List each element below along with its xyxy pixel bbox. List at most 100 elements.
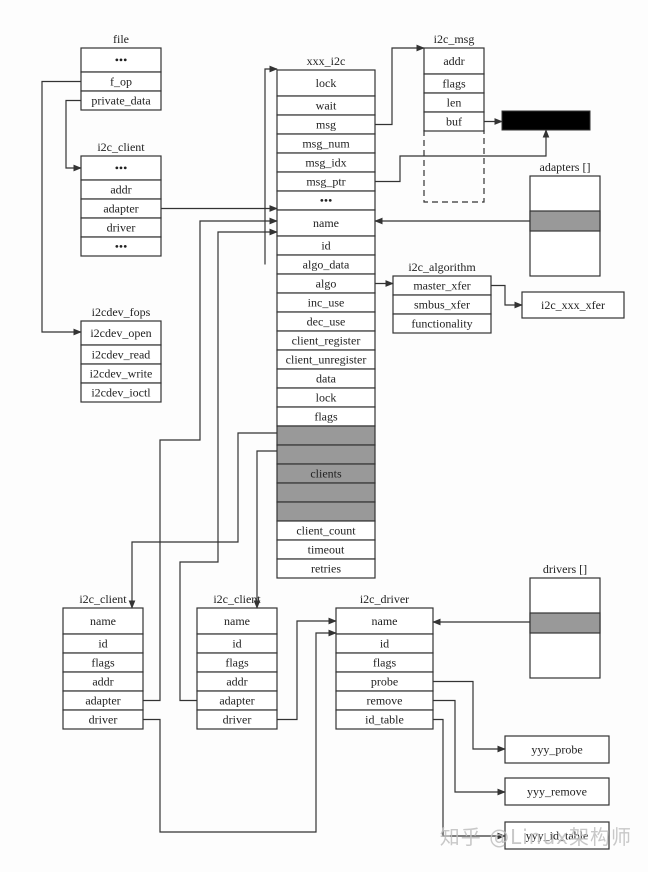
struct-title: i2c_driver [360,592,409,606]
svg-text:driver: driver [223,712,252,726]
struct-title: i2c_client [213,592,261,606]
svg-text:name: name [224,614,250,628]
svg-text:master_xfer: master_xfer [413,278,470,292]
svg-text:clients: clients [310,466,342,480]
array-selected-slot [529,210,601,232]
svg-text:buf: buf [446,114,462,128]
svg-text:flags: flags [442,76,466,90]
svg-text:client_register: client_register [292,333,361,347]
struct-title: xxx_i2c [307,54,346,68]
wire-left-adapter [143,217,278,702]
field-msg: msg [276,114,376,135]
svg-text:remove: remove [367,693,403,707]
func-yyy-remove: yyy_remove [504,777,610,806]
field-inc-use: inc_use [276,292,376,313]
svg-text:private_data: private_data [91,93,151,107]
svg-text:adapter: adapter [219,693,254,707]
svg-text:dec_use: dec_use [307,314,346,328]
wire-clients-to-left [128,432,277,609]
struct-title: i2c_client [79,592,127,606]
field-flags: flags [196,652,278,673]
field-flags: flags [335,652,434,673]
msg-array-continuation [423,130,485,203]
wire-mid-adapter [179,228,278,702]
field-algo-data: algo_data [276,254,376,275]
svg-text:functionality: functionality [411,316,472,330]
svg-text:inc_use: inc_use [308,295,345,309]
field-i2cdev-read: i2cdev_read [80,344,162,365]
watermark: 知乎 @Linux架构师 [439,825,632,849]
field--: ••• [80,155,162,181]
wire-left-driver [143,629,337,833]
svg-text:driver: driver [107,220,136,234]
svg-text:yyy_id_table: yyy_id_table [526,828,589,842]
wire-probe [433,680,506,753]
wire-mid-driver [277,617,337,721]
svg-text:i2cdev_open: i2cdev_open [90,326,151,340]
field-i2cdev-open: i2cdev_open [80,320,162,346]
array-selected-slot [529,612,601,634]
wire-private-to-client [65,99,82,172]
svg-text:flags: flags [314,409,338,423]
field-name: name [276,209,376,237]
svg-text:msg_num: msg_num [302,136,350,150]
field-id-table: id_table [335,709,434,730]
svg-text:•••: ••• [115,53,128,67]
field-client-register: client_register [276,330,376,351]
wire-algo-data-to-lock [264,65,278,265]
svg-text:flags: flags [373,655,397,669]
struct-title: i2c_client [97,140,145,154]
wire-xfer-to-impl [491,284,523,309]
wire-remove [433,699,506,796]
svg-text:id: id [321,238,330,252]
field-timeout: timeout [276,539,376,560]
field-adapter: adapter [80,198,162,219]
field-flags: flags [276,406,376,427]
struct-title: file [113,32,129,46]
svg-text:id_table: id_table [365,712,404,726]
svg-text:addr: addr [226,674,247,688]
func-i2c-xxx-xfer: i2c_xxx_xfer [521,291,625,319]
struct-title: i2cdev_fops [92,305,151,319]
field-name: name [196,607,278,635]
field-dec-use: dec_use [276,311,376,332]
svg-text:addr: addr [443,54,464,68]
svg-text:timeout: timeout [308,542,345,556]
field-addr: addr [62,671,144,692]
svg-text:wait: wait [316,98,337,112]
field-id: id [335,633,434,654]
svg-text:name: name [372,614,398,628]
field-adapter: adapter [62,690,144,711]
field-clients: clients [276,463,376,484]
svg-text:adapter: adapter [103,201,138,215]
field-msg-idx: msg_idx [276,152,376,173]
field-flags: flags [62,652,144,673]
svg-text:algo_data: algo_data [303,257,350,271]
connector-lines [41,44,550,840]
svg-text:msg: msg [316,117,336,131]
svg-text:adapter: adapter [85,693,120,707]
svg-text:smbus_xfer: smbus_xfer [414,297,470,311]
struct-title: i2c_algorithm [408,260,476,274]
field-msg-ptr: msg_ptr [276,171,376,192]
svg-text:drivers []: drivers [] [543,562,587,576]
svg-text:i2cdev_read: i2cdev_read [92,347,151,361]
svg-text:lock: lock [316,390,337,404]
field-algo: algo [276,273,376,294]
field-f-op: f_op [80,71,162,92]
field-slot [276,482,376,503]
field-wait: wait [276,95,376,116]
wire-msg-to-i2c-msg [375,44,425,126]
svg-text:•••: ••• [115,239,128,253]
svg-text:•••: ••• [320,193,333,207]
field-smbus-xfer: smbus_xfer [392,294,492,315]
field-i2cdev-ioctl: i2cdev_ioctl [80,382,162,403]
svg-text:flags: flags [91,655,115,669]
struct-i2c-algorithm: i2c_algorithm master_xfer smbus_xferfuncti… [392,260,492,334]
field-i2cdev-write: i2cdev_write [80,363,162,384]
